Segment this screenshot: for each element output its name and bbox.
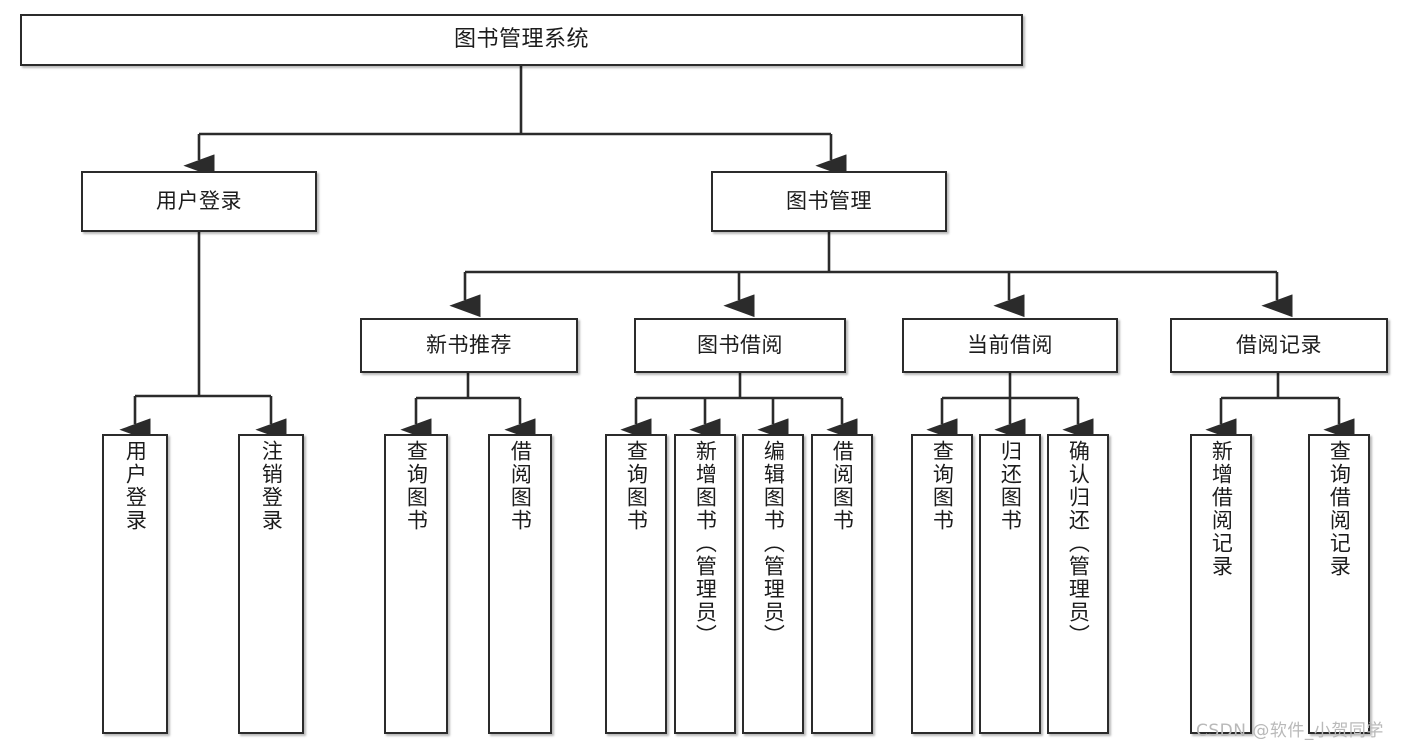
leaf-label: 查询借阅记录 [1327, 440, 1352, 578]
node-user-login[interactable]: 用户登录 [81, 171, 317, 232]
leaf-label: 新增借阅记录 [1209, 440, 1234, 578]
leaf-current-return-book[interactable]: 归还图书 [979, 434, 1041, 734]
node-root-label: 图书管理系统 [453, 27, 589, 53]
leaf-label: 确认归还（管理员） [1066, 440, 1091, 647]
leaf-label: 借阅图书 [830, 440, 855, 532]
node-borrow-record-label: 借阅记录 [1236, 333, 1322, 358]
leaf-recommend-borrow-book[interactable]: 借阅图书 [488, 434, 552, 734]
leaf-label: 用户登录 [123, 440, 148, 532]
leaf-current-confirm-return-admin[interactable]: 确认归还（管理员） [1047, 434, 1109, 734]
node-root[interactable]: 图书管理系统 [20, 14, 1023, 66]
node-book-management-label: 图书管理 [786, 189, 872, 214]
csdn-watermark: CSDN @软件_小贺同学 [1196, 721, 1384, 741]
node-user-login-label: 用户登录 [156, 189, 242, 214]
node-book-borrow-label: 图书借阅 [697, 333, 783, 358]
leaf-borrow-edit-book-admin[interactable]: 编辑图书（管理员） [742, 434, 804, 734]
leaf-borrow-borrow-book[interactable]: 借阅图书 [811, 434, 873, 734]
leaf-label: 借阅图书 [508, 440, 533, 532]
leaf-label: 查询图书 [930, 440, 955, 532]
leaf-label: 注销登录 [259, 440, 284, 532]
leaf-current-query-book[interactable]: 查询图书 [911, 434, 973, 734]
leaf-recommend-query-book[interactable]: 查询图书 [384, 434, 448, 734]
leaf-label: 新增图书（管理员） [693, 440, 718, 647]
leaf-record-add-record[interactable]: 新增借阅记录 [1190, 434, 1252, 734]
leaf-borrow-add-book-admin[interactable]: 新增图书（管理员） [674, 434, 736, 734]
leaf-label: 查询图书 [624, 440, 649, 532]
node-book-management[interactable]: 图书管理 [711, 171, 947, 232]
leaf-label: 编辑图书（管理员） [761, 440, 786, 647]
node-new-book-recommend[interactable]: 新书推荐 [360, 318, 578, 373]
node-borrow-record[interactable]: 借阅记录 [1170, 318, 1388, 373]
leaf-borrow-query-book[interactable]: 查询图书 [605, 434, 667, 734]
leaf-label: 归还图书 [998, 440, 1023, 532]
node-current-borrow-label: 当前借阅 [967, 333, 1053, 358]
leaf-label: 查询图书 [404, 440, 429, 532]
leaf-record-query-record[interactable]: 查询借阅记录 [1308, 434, 1370, 734]
node-current-borrow[interactable]: 当前借阅 [902, 318, 1118, 373]
node-book-borrow[interactable]: 图书借阅 [634, 318, 846, 373]
leaf-user-login-logout[interactable]: 注销登录 [238, 434, 304, 734]
node-new-book-recommend-label: 新书推荐 [426, 333, 512, 358]
leaf-user-login-login[interactable]: 用户登录 [102, 434, 168, 734]
